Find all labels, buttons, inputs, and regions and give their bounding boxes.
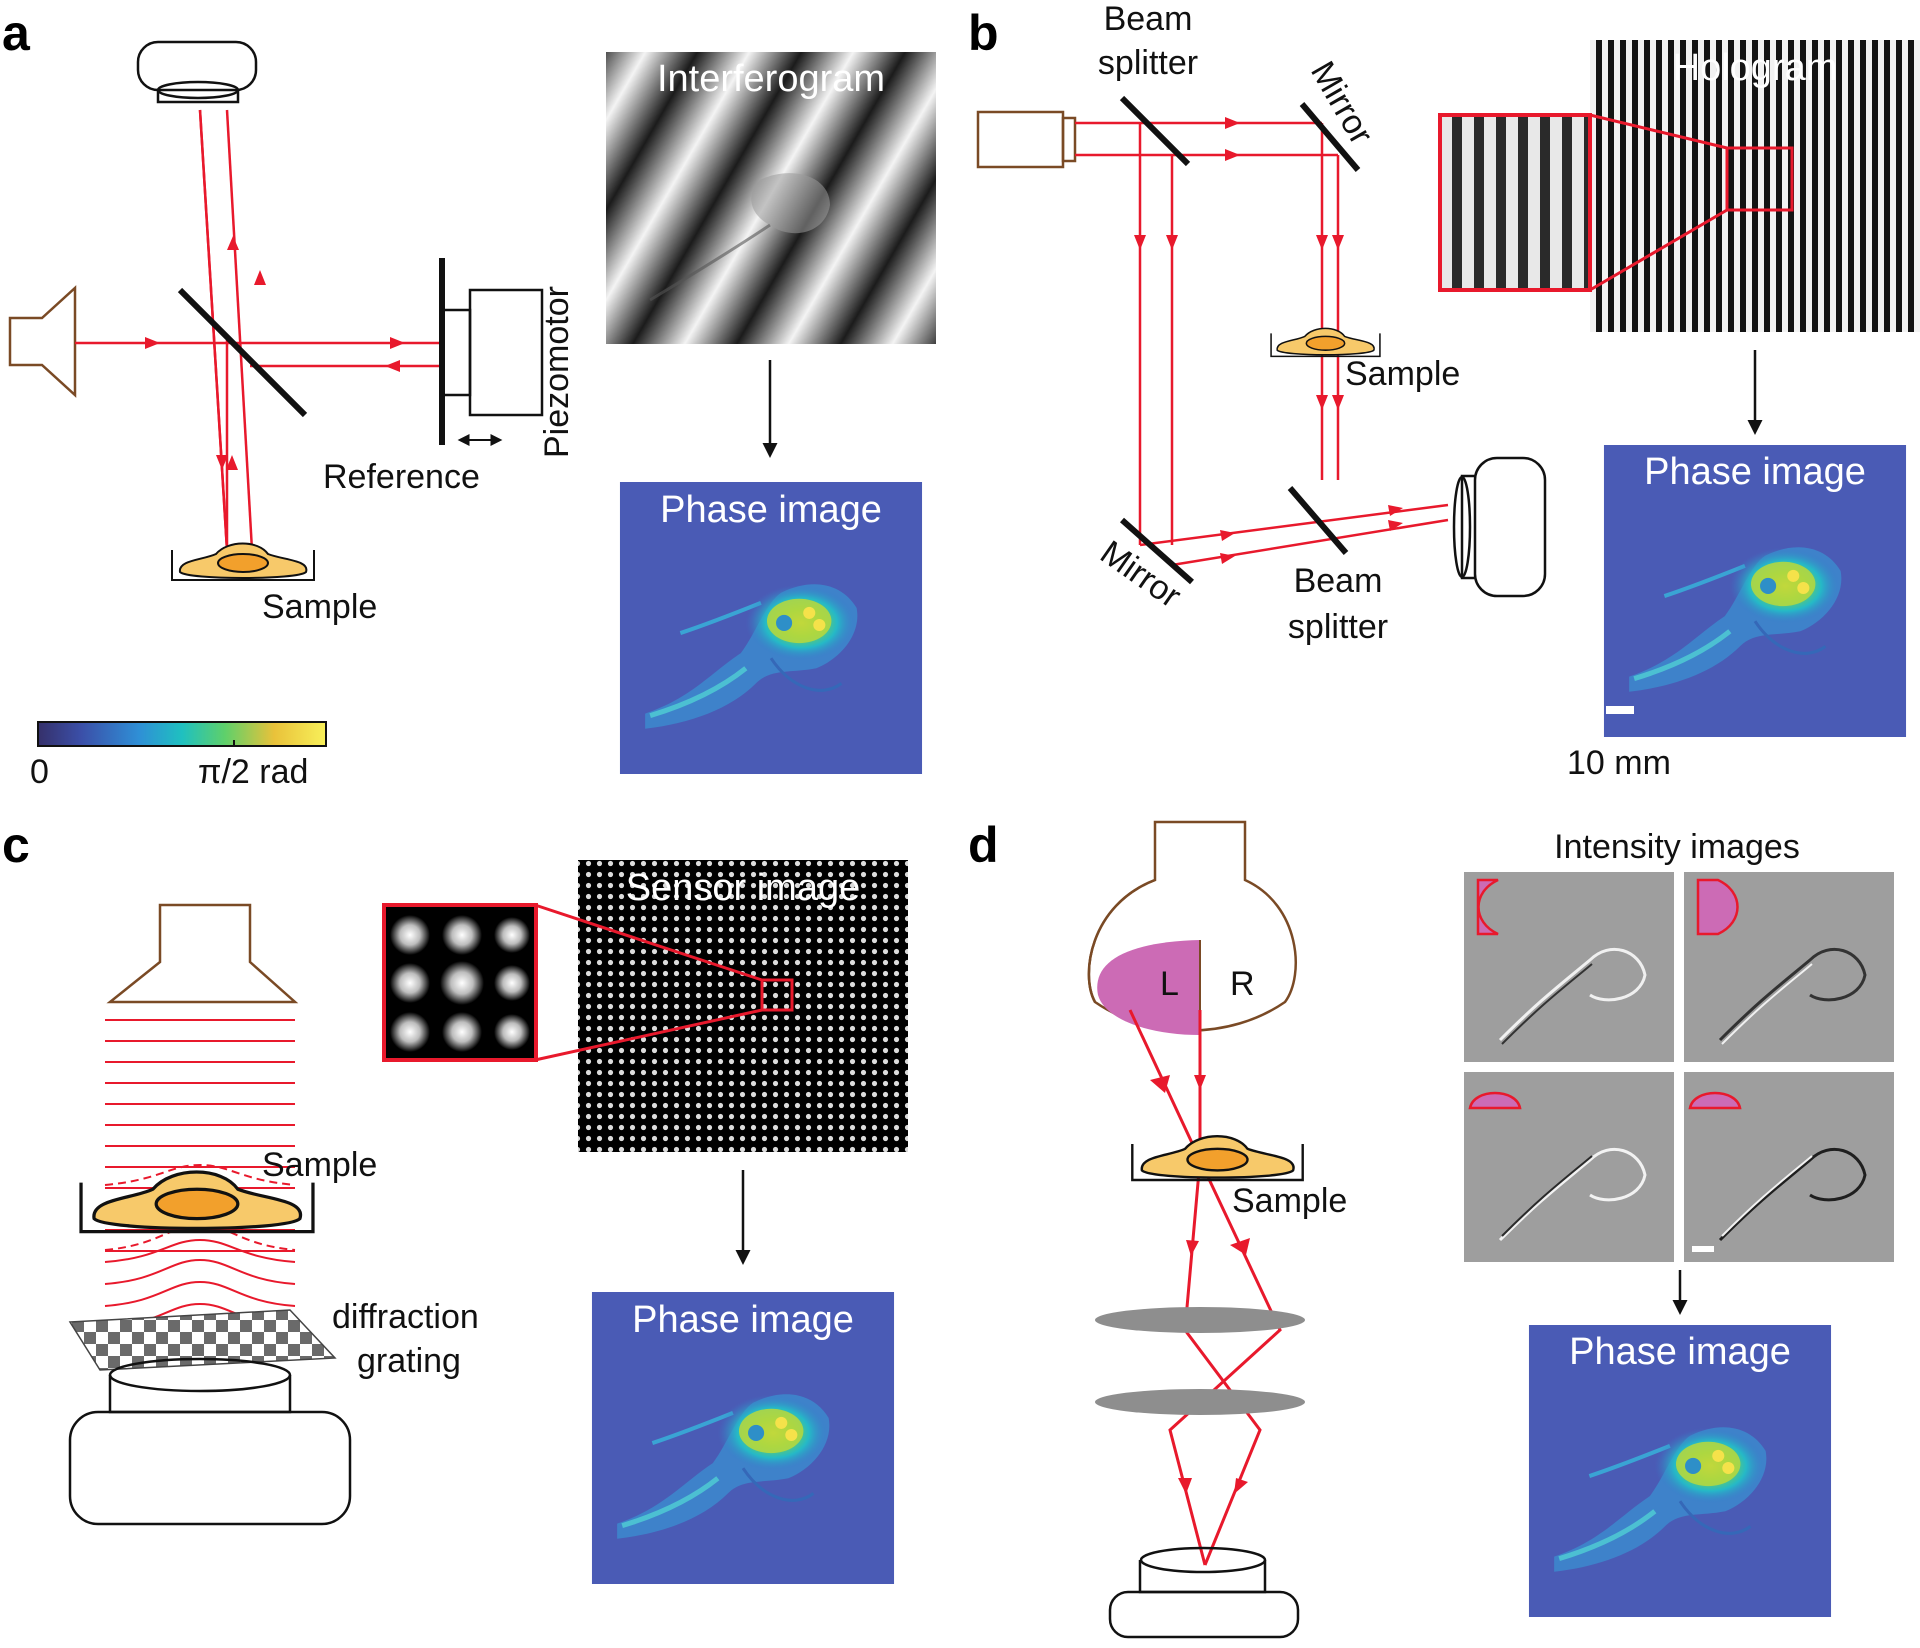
- beam-arrows-a: [145, 236, 405, 470]
- phase-title-a: Phase image: [660, 489, 882, 531]
- beams-d: [1128, 1009, 1282, 1566]
- intensity-image-2: [1684, 872, 1894, 1062]
- camera-d: [1108, 1546, 1300, 1639]
- panel-d: d L R Sample: [968, 817, 1894, 1639]
- phase-title-d: Phase image: [1569, 1331, 1791, 1373]
- panel-letter-d: d: [968, 817, 999, 873]
- light-source-a: [8, 285, 77, 398]
- beam-splitter-top-line2: splitter: [1098, 44, 1198, 82]
- interferogram-image: [606, 52, 936, 344]
- intensity-image-3: [1464, 1072, 1674, 1262]
- beam-splitter-top-b: [1119, 95, 1191, 167]
- beams-a: [75, 109, 440, 551]
- panel-b: b: [968, 0, 1920, 782]
- colorbar: [37, 721, 327, 747]
- sample-label-c: Sample: [262, 1146, 377, 1184]
- sensor-title: Sensor image: [626, 867, 860, 909]
- beam-arrows-b: [1134, 117, 1403, 564]
- camera-c: [68, 1357, 352, 1526]
- beam-splitter-bottom-line2: splitter: [1288, 608, 1388, 646]
- sample-label-b: Sample: [1345, 355, 1460, 393]
- beams-b: [1075, 121, 1449, 567]
- mirror-bottom-b: [1120, 517, 1194, 585]
- sensor-zoom-box: [760, 978, 794, 1012]
- colorbar-max: π/2 rad: [198, 753, 308, 791]
- sensor-zoom-inset: [382, 903, 538, 1062]
- camera-a: [136, 40, 258, 104]
- grating-line1: diffraction: [332, 1298, 479, 1336]
- piezomotor-label: Piezomotor: [538, 286, 576, 458]
- phase-title-c: Phase image: [632, 1299, 854, 1341]
- hologram-zoom-inset: [1438, 113, 1592, 292]
- beam-splitter-top-line1: Beam: [1104, 0, 1193, 38]
- beam-splitter-bottom-line1: Beam: [1294, 562, 1383, 600]
- diffraction-grating: [68, 1309, 337, 1371]
- lens-1: [1095, 1307, 1305, 1333]
- panel-letter-c: c: [2, 817, 30, 873]
- beam-splitter-bottom-b: [1287, 486, 1349, 555]
- colorbar-min: 0: [30, 753, 49, 791]
- pupil-left: [1097, 940, 1200, 1035]
- mirror-top-b: [1299, 102, 1361, 172]
- reference-mirror-a: [439, 258, 544, 446]
- sample-dish-d: [1131, 1134, 1304, 1182]
- pupil-right-label: R: [1230, 965, 1255, 1003]
- interferogram-title: Interferogram: [657, 58, 885, 100]
- intensity-title: Intensity images: [1554, 828, 1800, 866]
- intensity-image-4: [1684, 1072, 1894, 1262]
- pupil-left-label: L: [1160, 965, 1179, 1003]
- reference-label: Reference: [323, 458, 480, 496]
- mirror-top-label: Mirror: [1303, 55, 1380, 151]
- hologram-zoom-box: [1725, 146, 1794, 212]
- scale-bar: [1606, 706, 1634, 714]
- sensor-image: [578, 860, 908, 1152]
- sample-dish-a: [171, 542, 315, 581]
- hologram-title: Hologram: [1673, 47, 1838, 89]
- intensity-image-1: [1464, 872, 1674, 1062]
- hologram-image: [1590, 40, 1920, 332]
- beam-arrows-d: [1150, 1075, 1250, 1494]
- panel-letter-b: b: [968, 5, 999, 61]
- grating-line2: grating: [357, 1342, 461, 1380]
- panel-letter-a: a: [2, 5, 31, 61]
- beam-splitter-a: [177, 287, 308, 418]
- lens-2: [1095, 1389, 1305, 1415]
- camera-b: [1452, 456, 1547, 598]
- scale-label: 10 mm: [1567, 744, 1671, 782]
- sample-label-d: Sample: [1232, 1182, 1347, 1220]
- light-source-c: [106, 903, 299, 1004]
- phase-title-b: Phase image: [1644, 451, 1866, 493]
- laser-source-b: [976, 110, 1077, 169]
- panel-a: a: [2, 5, 936, 791]
- sample-dish-b: [1270, 327, 1381, 358]
- sample-label-a: Sample: [262, 588, 377, 626]
- panel-c: c Sample: [2, 817, 908, 1584]
